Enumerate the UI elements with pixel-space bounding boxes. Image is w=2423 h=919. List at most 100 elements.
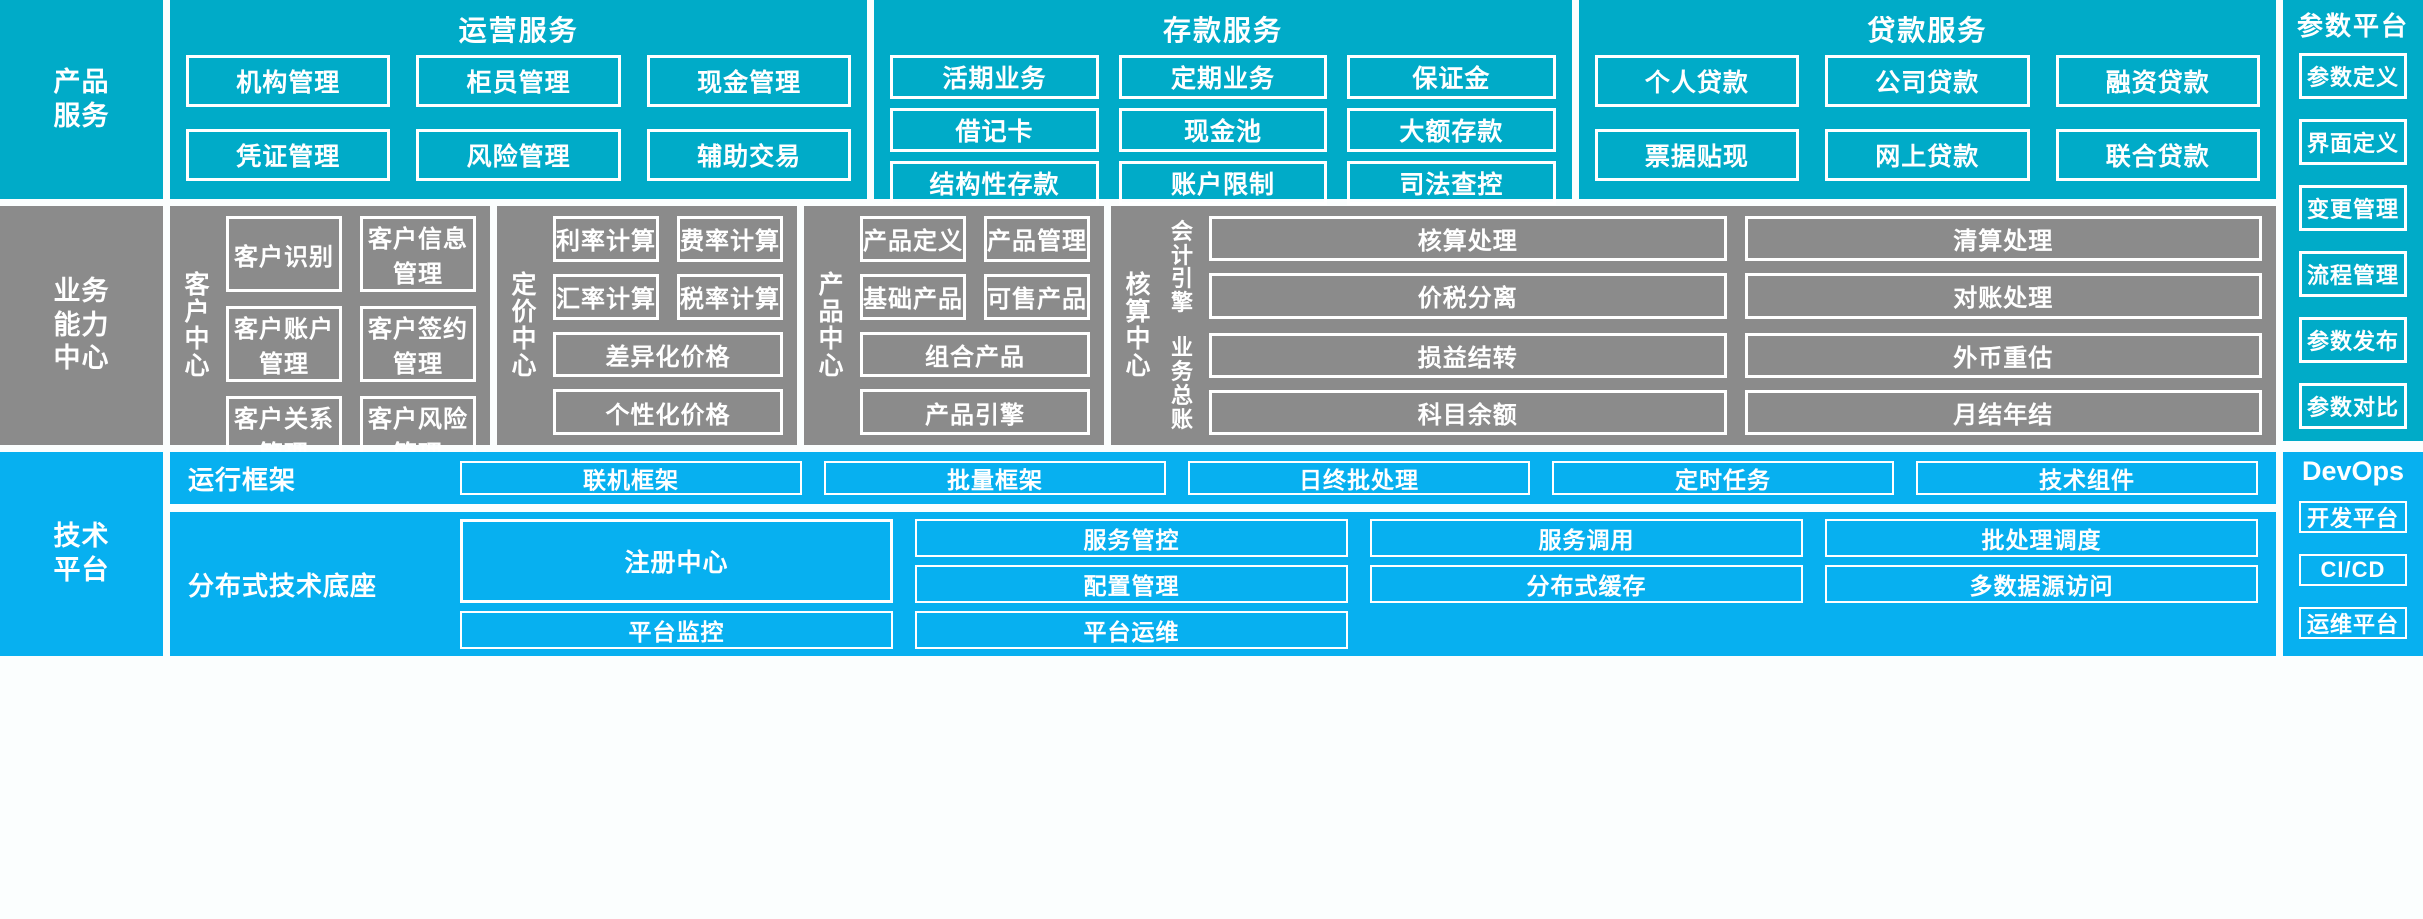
tech-item[interactable]: 分布式缓存 — [1370, 565, 1803, 603]
tech-item-registry-center[interactable]: 注册中心 — [460, 519, 893, 603]
service-item[interactable]: 司法查控 — [1347, 161, 1556, 205]
capability-item[interactable]: 月结年结 — [1744, 389, 2262, 435]
tech-item[interactable]: 平台运维 — [915, 611, 1348, 649]
service-item[interactable]: 机构管理 — [186, 55, 391, 107]
parameter-item[interactable]: 参数对比 — [2298, 383, 2407, 429]
capability-item[interactable]: 核算处理 — [1209, 216, 1727, 262]
tech-band-runtime-framework: 运行框架 联机框架 批量框架 日终批处理 定时任务 技术组件 — [170, 452, 2276, 504]
capability-center-pricing: 定价中心 利率计算 费率计算 汇率计算 税率计算 差异化价格 个性化价格 — [497, 206, 797, 445]
capability-item[interactable]: 产品定义 — [860, 216, 966, 262]
capability-item[interactable]: 客户签约管理 — [360, 306, 476, 382]
service-item[interactable]: 保证金 — [1347, 55, 1556, 99]
capability-center-customer: 客户中心 客户识别 客户信息管理 客户账户管理 客户签约管理 客户关系管理 客户… — [170, 206, 490, 472]
service-item[interactable]: 结构性存款 — [890, 161, 1099, 205]
capability-item[interactable]: 科目余额 — [1209, 389, 1727, 435]
tech-item[interactable]: 服务管控 — [915, 519, 1348, 557]
capability-item[interactable]: 利率计算 — [553, 216, 659, 262]
capability-item[interactable]: 产品管理 — [984, 216, 1090, 262]
capability-item-wide[interactable]: 个性化价格 — [553, 389, 783, 435]
center-label-product: 产品中心 — [818, 270, 844, 380]
capability-item[interactable]: 清算处理 — [1744, 216, 2262, 262]
service-item[interactable]: 现金池 — [1118, 108, 1328, 152]
capability-item[interactable]: 费率计算 — [677, 216, 783, 262]
tech-item[interactable]: 服务调用 — [1370, 519, 1803, 557]
tech-item[interactable]: 日终批处理 — [1188, 461, 1530, 495]
rail-line-1: 业务 — [53, 275, 110, 306]
service-item[interactable]: 个人贷款 — [1594, 55, 1800, 107]
tech-item[interactable]: 批处理调度 — [1825, 519, 2258, 557]
capability-item-wide[interactable]: 差异化价格 — [553, 331, 783, 378]
tech-item[interactable]: 多数据源访问 — [1825, 565, 2258, 603]
product-service-layer: 产品 服务 运营服务 机构管理 柜员管理 现金管理 凭证管理 风险管理 辅助交易… — [0, 0, 2423, 441]
rail-line-2: 服务 — [53, 100, 110, 131]
service-group-loan: 贷款服务 个人贷款 公司贷款 融资贷款 票据贴现 网上贷款 联合贷款 — [1578, 0, 2276, 199]
capability-item[interactable]: 汇率计算 — [553, 273, 659, 320]
rail-line-3: 中心 — [53, 343, 110, 374]
tech-item[interactable]: 联机框架 — [460, 461, 802, 495]
group-grid-deposit: 活期业务 定期业务 保证金 借记卡 现金池 大额存款 结构性存款 账户限制 司法… — [874, 55, 1571, 215]
capability-item[interactable]: 客户信息管理 — [360, 216, 476, 292]
capability-item[interactable]: 可售产品 — [984, 273, 1090, 320]
service-item[interactable]: 大额存款 — [1347, 108, 1556, 152]
service-item[interactable]: 公司贷款 — [1825, 55, 2030, 107]
tech-item[interactable]: 技术组件 — [1916, 461, 2258, 495]
tech-item[interactable]: 配置管理 — [915, 565, 1348, 603]
service-item[interactable]: 网上贷款 — [1825, 129, 2030, 181]
service-item[interactable]: 柜员管理 — [416, 55, 621, 107]
capability-item[interactable]: 客户账户管理 — [226, 306, 342, 382]
service-item[interactable]: 票据贴现 — [1594, 129, 1800, 181]
capability-item-wide[interactable]: 产品引擎 — [860, 389, 1090, 435]
center-grid-pricing: 利率计算 费率计算 汇率计算 税率计算 差异化价格 个性化价格 — [553, 216, 783, 435]
service-item[interactable]: 凭证管理 — [186, 129, 391, 181]
parameter-item[interactable]: 界面定义 — [2298, 119, 2407, 165]
capability-item-wide[interactable]: 组合产品 — [860, 331, 1090, 378]
accounting-subgroup-ledger: 业务总账 损益结转 外币重估 科目余额 月结年结 — [1167, 332, 2262, 435]
capability-center-accounting: 核算中心 会计引擎 核算处理 清算处理 价税分离 对账处理 业务总账 损益结转 — [1111, 206, 2276, 445]
capability-item[interactable]: 客户识别 — [226, 216, 342, 292]
capability-item[interactable]: 税率计算 — [677, 273, 783, 320]
subgroup-label-general-ledger: 业务总账 — [1170, 335, 1193, 432]
service-item[interactable]: 联合贷款 — [2055, 129, 2260, 181]
service-item[interactable]: 现金管理 — [646, 55, 852, 107]
service-item[interactable]: 风险管理 — [416, 129, 621, 181]
subgroup-label-accounting-engine: 会计引擎 — [1170, 218, 1193, 315]
capability-item[interactable]: 价税分离 — [1209, 273, 1727, 319]
parameter-item[interactable]: 变更管理 — [2298, 185, 2407, 231]
rail-line-1: 产品 — [53, 66, 110, 97]
devops-panel: DevOps 开发平台 CI/CD 运维平台 — [2283, 452, 2423, 656]
center-grid-customer: 客户识别 客户信息管理 客户账户管理 客户签约管理 客户关系管理 客户风险管理 — [226, 216, 476, 472]
tech-band-label-distributed-base: 分布式技术底座 — [188, 570, 378, 601]
service-item[interactable]: 账户限制 — [1118, 161, 1328, 205]
center-label-customer: 客户中心 — [184, 270, 210, 380]
center-label-pricing: 定价中心 — [511, 270, 537, 380]
group-title-deposit: 存款服务 — [1162, 15, 1283, 46]
service-item[interactable]: 活期业务 — [890, 55, 1099, 99]
capability-item[interactable]: 外币重估 — [1744, 332, 2262, 378]
service-item[interactable]: 辅助交易 — [646, 129, 852, 181]
parameter-item[interactable]: 流程管理 — [2298, 251, 2407, 297]
layer-rail-business-capability: 业务 能力 中心 — [0, 206, 163, 445]
tech-item[interactable]: 批量框架 — [824, 461, 1166, 495]
capability-item[interactable]: 对账处理 — [1744, 273, 2262, 319]
tech-item[interactable]: 定时任务 — [1552, 461, 1894, 495]
service-item[interactable]: 借记卡 — [890, 108, 1099, 152]
devops-item[interactable]: 运维平台 — [2299, 606, 2407, 639]
devops-title: DevOps — [2301, 456, 2405, 486]
capability-item[interactable]: 损益结转 — [1209, 332, 1727, 378]
group-grid-loan: 个人贷款 公司贷款 融资贷款 票据贴现 网上贷款 联合贷款 — [1579, 55, 2276, 191]
devops-item[interactable]: 开发平台 — [2299, 500, 2407, 533]
service-item[interactable]: 融资贷款 — [2055, 55, 2260, 107]
layer-rail-technical-platform: 技术 平台 — [0, 452, 163, 656]
devops-item[interactable]: CI/CD — [2299, 553, 2407, 586]
service-item[interactable]: 定期业务 — [1118, 55, 1328, 99]
service-group-deposit: 存款服务 活期业务 定期业务 保证金 借记卡 现金池 大额存款 结构性存款 账户… — [874, 0, 1572, 205]
parameter-item[interactable]: 参数发布 — [2298, 317, 2407, 363]
group-title-loan: 贷款服务 — [1867, 15, 1988, 46]
parameter-item[interactable]: 参数定义 — [2298, 53, 2407, 99]
rail-line-2: 平台 — [53, 555, 110, 585]
capability-item[interactable]: 基础产品 — [860, 273, 966, 320]
tech-item[interactable]: 平台监控 — [460, 611, 893, 649]
tech-band-distributed-base: 分布式技术底座 注册中心 服务管控 服务调用 批处理调度 配置管理 分布式缓存 … — [170, 512, 2276, 656]
accounting-subgroups: 会计引擎 核算处理 清算处理 价税分离 对账处理 业务总账 损益结转 外币重估 … — [1167, 216, 2262, 435]
